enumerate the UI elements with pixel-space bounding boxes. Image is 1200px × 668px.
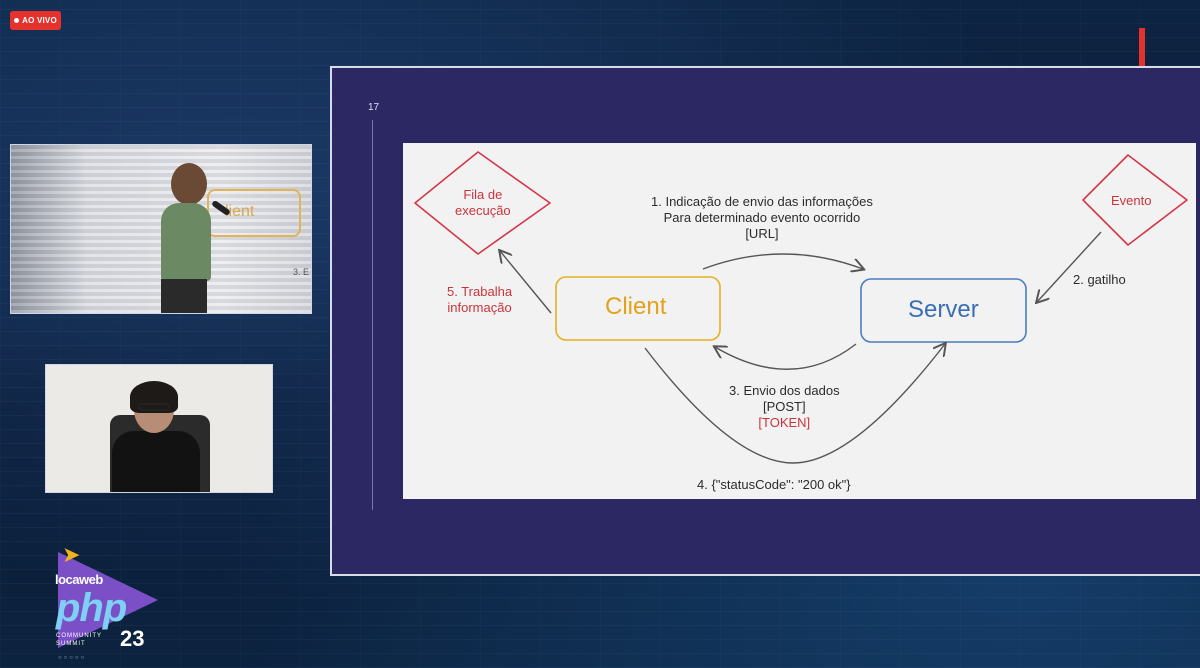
step2-text: 2. gatilho: [1073, 272, 1126, 287]
logo-brand: locaweb: [55, 572, 103, 587]
speaker-head: [171, 163, 207, 205]
event-label: Evento: [1111, 193, 1152, 208]
projected-text-small: 3. E: [293, 267, 310, 277]
decorative-accent: [1139, 28, 1145, 66]
logo-arrow-icon: ➤: [62, 542, 81, 567]
step3-text: 3. Envio dos dados [POST] [TOKEN]: [729, 383, 840, 430]
logo-triangle-icon: [58, 552, 158, 648]
live-dot-icon: [14, 18, 20, 23]
diagram-shapes: [414, 151, 1188, 464]
live-badge-label: AO VIVO: [22, 16, 57, 25]
arrow-process: [500, 251, 552, 314]
webhook-diagram: Fila de execução Evento 1. Indicação de …: [403, 143, 1196, 499]
logo-php: php: [56, 586, 127, 630]
arrow-send-data: [715, 343, 857, 370]
slide-number: 17: [368, 102, 380, 113]
live-badge: AO VIVO: [10, 11, 61, 30]
sign-language-interpreter-camera: [45, 364, 273, 493]
projected-text: lient: [225, 203, 255, 220]
logo-year: 23: [120, 626, 145, 651]
step4-text: 4. {"statusCode": "200 ok"}: [697, 477, 851, 492]
logo-community: COMMUNITY SUMMIT: [56, 633, 102, 647]
speaker-legs: [161, 279, 207, 313]
slide-divider: [372, 120, 373, 510]
speaker-body: [161, 203, 211, 281]
interpreter-body: [112, 431, 200, 492]
glasses-icon: [138, 403, 170, 411]
server-label: Server: [908, 296, 979, 323]
queue-label: Fila de execução: [455, 187, 511, 218]
arrow-notify: [702, 253, 863, 269]
speaker-camera: lient 3. E: [10, 144, 312, 314]
queue-diamond: [414, 151, 551, 255]
client-label: Client: [605, 293, 667, 320]
step5-text: 5. Trabalha informação: [447, 284, 513, 315]
client-box: [555, 276, 721, 341]
step1-text: 1. Indicação de envio das informações Pa…: [651, 194, 873, 241]
logo-dots: ○○○○○: [58, 655, 87, 661]
event-logo: ➤ locaweb php COMMUNITY SUMMIT 23 ○○○○○: [50, 540, 170, 664]
event-diamond: [1082, 154, 1188, 246]
arrow-trigger: [1037, 231, 1102, 302]
arrow-status: [644, 344, 945, 464]
